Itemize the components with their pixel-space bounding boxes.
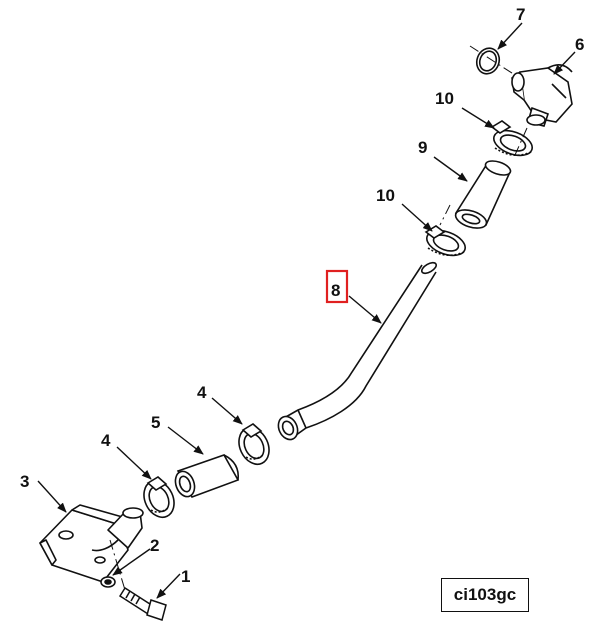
callout-8: 8 — [331, 281, 340, 300]
part-5-hose — [174, 454, 240, 498]
callout-7: 7 — [516, 5, 525, 24]
arrow-4-lower — [116, 446, 152, 480]
part-3-housing — [39, 504, 144, 583]
arrow-2 — [112, 548, 151, 576]
figure-reference-code: ci103gc — [441, 578, 529, 612]
callout-4-upper: 4 — [197, 383, 207, 402]
part-4-upper-clamp — [238, 423, 270, 466]
arrow-9 — [433, 156, 468, 182]
callout-5: 5 — [151, 413, 160, 432]
arrow-7 — [497, 22, 523, 50]
callout-10-lower: 10 — [376, 186, 395, 205]
callout-8-highlight-box — [325, 269, 349, 304]
callout-3: 3 — [20, 472, 29, 491]
callout-4-lower: 4 — [101, 431, 111, 450]
callout-2: 2 — [150, 536, 159, 555]
part-6-elbow-fitting — [511, 64, 573, 127]
leader-arrows — [37, 22, 576, 599]
part-8-tube — [277, 261, 438, 441]
callout-10-upper: 10 — [435, 89, 454, 108]
arrow-6 — [553, 51, 576, 75]
arrow-1 — [156, 573, 181, 599]
callout-6: 6 — [575, 35, 584, 54]
part-2-washer — [100, 576, 116, 588]
arrow-3 — [37, 480, 67, 513]
arrow-8 — [348, 295, 382, 324]
part-10-upper-clamp — [490, 120, 533, 157]
part-9-hose — [454, 160, 512, 229]
part-10-lower-clamp — [424, 225, 466, 257]
arrow-10-upper — [461, 107, 495, 129]
part-4-lower-clamp — [143, 476, 175, 519]
callout-1: 1 — [181, 567, 190, 586]
assembly-center-lines — [109, 45, 528, 591]
part-7-o-ring — [475, 47, 501, 75]
part-1-bolt — [118, 586, 167, 621]
arrow-10-lower — [401, 203, 433, 232]
arrow-5 — [167, 426, 204, 455]
arrow-4-upper — [211, 397, 243, 425]
callout-labels: 1 2 3 4 5 4 8 10 9 10 7 6 — [20, 5, 584, 586]
callout-9: 9 — [418, 138, 427, 157]
